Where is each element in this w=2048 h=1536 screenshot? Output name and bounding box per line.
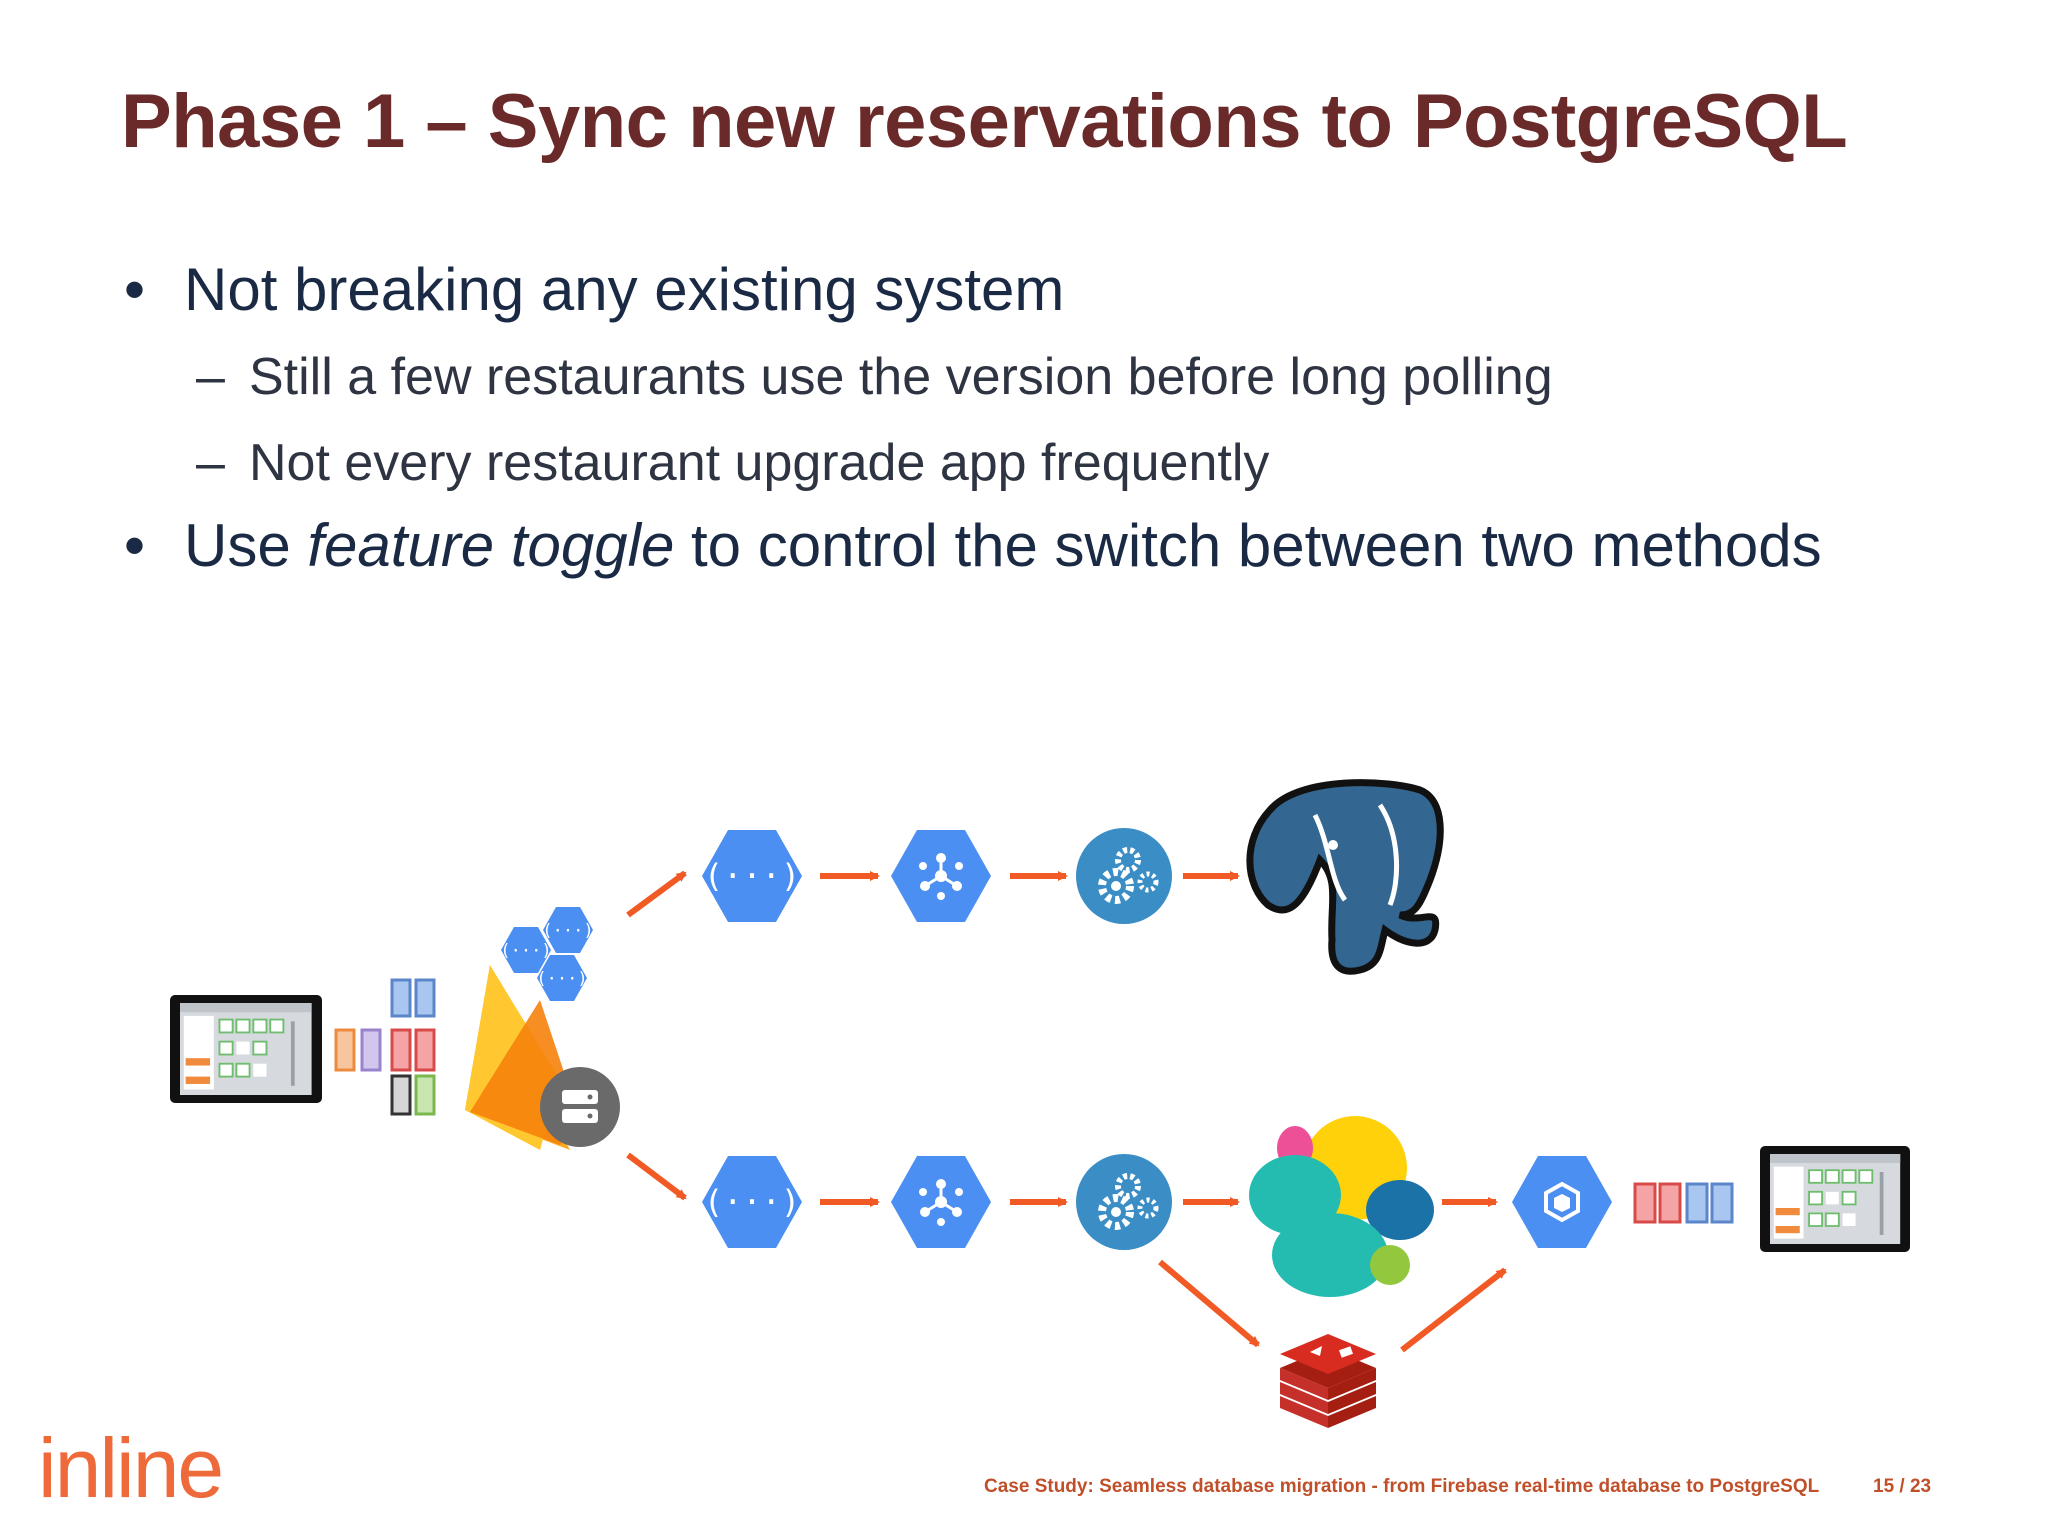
tablet-icon xyxy=(1760,1146,1910,1252)
elasticsearch-icon xyxy=(1249,1116,1434,1297)
compute-gears-icon xyxy=(1076,828,1172,924)
footer-case-study: Case Study: Seamless database migration … xyxy=(984,1476,1820,1497)
redis-icon xyxy=(1280,1334,1376,1428)
pubsub-icon xyxy=(891,830,991,922)
cloud-functions-icon: (···) (···) (···) xyxy=(500,907,594,1001)
sub-bullet-glyph: – xyxy=(196,348,225,406)
pubsub-icon xyxy=(891,1156,991,1248)
cloud-functions-icon: (···) xyxy=(702,1156,802,1248)
data-blocks-icon xyxy=(1633,1182,1734,1224)
sub-bullet-item: – Not every restaurant upgrade app frequ… xyxy=(124,420,2004,506)
app-engine-icon xyxy=(1512,1156,1612,1248)
bullet-text: Not breaking any existing system xyxy=(184,256,1065,323)
bullet-glyph: • xyxy=(124,512,146,579)
sub-bullet-text: Still a few restaurants use the version … xyxy=(249,348,1553,406)
svg-text:(···): (···) xyxy=(500,941,551,961)
inline-logo: inline xyxy=(38,1421,224,1515)
bullet-text-prefix: Use xyxy=(184,512,308,579)
sub-bullet-text: Not every restaurant upgrade app frequen… xyxy=(249,434,1270,492)
svg-text:(···): (···) xyxy=(704,1183,800,1221)
svg-text:(···): (···) xyxy=(542,921,593,941)
svg-text:(···): (···) xyxy=(704,857,800,895)
sub-bullet-glyph: – xyxy=(196,434,225,492)
data-blocks-icon xyxy=(334,978,436,1116)
cloud-functions-icon: (···) xyxy=(702,830,802,922)
slide-title: Phase 1 – Sync new reservations to Postg… xyxy=(121,79,1848,164)
compute-gears-icon xyxy=(1076,1154,1172,1250)
bullet-emphasis: feature toggle xyxy=(307,512,675,579)
sub-bullet-item: – Still a few restaurants use the versio… xyxy=(124,334,2004,420)
bullet-glyph: • xyxy=(124,256,146,323)
firebase-icon xyxy=(465,965,620,1150)
tablet-icon xyxy=(170,995,322,1103)
bullet-item: • Use feature toggle to control the swit… xyxy=(124,506,2004,586)
svg-text:(···): (···) xyxy=(536,969,587,989)
bullet-item: • Not breaking any existing system xyxy=(124,250,2004,330)
footer-page-number: 15 / 23 xyxy=(1873,1476,1932,1497)
bullet-text-suffix: to control the switch between two method… xyxy=(674,512,1822,579)
bullet-list: • Not breaking any existing system – Sti… xyxy=(124,250,2004,586)
postgresql-elephant-icon xyxy=(1246,779,1444,975)
